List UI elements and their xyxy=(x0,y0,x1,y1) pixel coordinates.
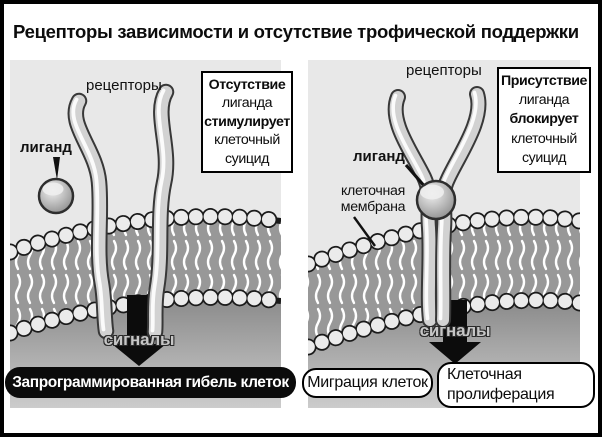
left-signal-arrow-down-icon xyxy=(112,295,166,366)
info-line: блокирует xyxy=(509,111,579,128)
left-receptor-b xyxy=(146,83,175,341)
info-line: Отсутствие xyxy=(208,77,286,93)
membrane-label: клеточная мембрана xyxy=(340,183,406,215)
info-line: суицид xyxy=(224,150,270,167)
left-signals-label: сигналы xyxy=(103,330,175,349)
left-info-box: Отсутствие лиганда стимулирует клеточный… xyxy=(201,71,293,174)
right-info-box: Присутствие лиганда блокирует клеточный … xyxy=(497,67,591,174)
left-panel xyxy=(10,60,281,408)
left-cell-membrane xyxy=(10,208,281,342)
info-line: клеточный xyxy=(214,132,280,149)
info-line: суицид xyxy=(521,149,567,166)
left-receptors-label: рецепторы xyxy=(86,77,162,94)
right-signals-label: сигналы xyxy=(419,321,491,340)
proliferation-outcome-box: Клеточная пролиферация xyxy=(437,362,595,408)
figure-title: Рецепторы зависимости и отсутствие трофи… xyxy=(13,21,579,42)
left-receptor-a xyxy=(67,92,115,340)
info-line: клеточный xyxy=(511,130,577,147)
left-ligand-label: лиганд xyxy=(20,139,72,156)
left-ligand-pointer xyxy=(53,157,60,180)
membrane-pointer xyxy=(353,216,376,247)
info-line: лиганда xyxy=(221,95,273,112)
left-outcome-box: Запрограммированная гибель клеток xyxy=(5,367,296,398)
right-ligand-pointer xyxy=(404,163,428,190)
left-ligand-sphere xyxy=(37,177,75,215)
info-line: стимулирует xyxy=(204,113,290,130)
right-signal-arrow-down-icon xyxy=(429,300,481,364)
info-line: лиганда xyxy=(518,92,570,109)
right-receptors-label: рецепторы xyxy=(406,62,482,79)
right-ligand-sphere xyxy=(415,179,457,221)
migration-outcome-box: Миграция клеток xyxy=(302,368,433,398)
right-ligand-label: лиганд xyxy=(353,148,405,165)
info-line: Присутствие xyxy=(500,73,588,89)
